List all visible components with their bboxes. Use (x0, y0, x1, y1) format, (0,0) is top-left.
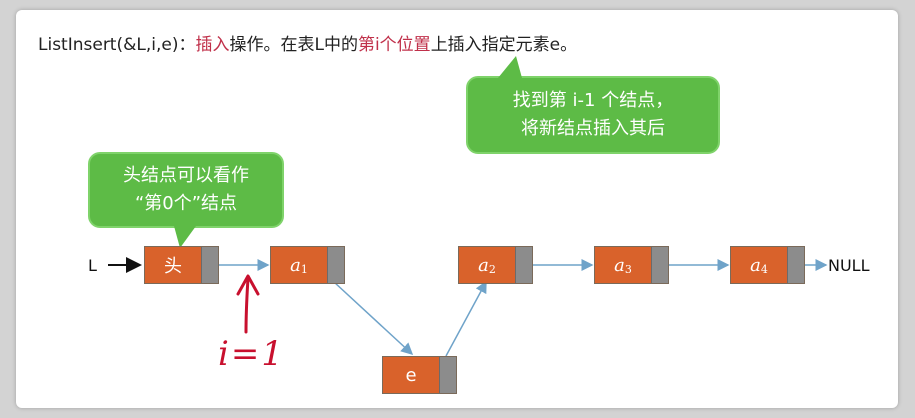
node-a1-pointer (327, 247, 344, 283)
callout-head-node-line1: 头结点可以看作 (123, 165, 249, 186)
null-label: NULL (828, 256, 870, 275)
callout-find-node-tail (498, 56, 522, 78)
title-operation: 插入 (195, 35, 230, 55)
callout-find-node: 找到第 i-1 个结点， 将新结点插入其后 (466, 56, 720, 154)
head-node-data: 头 (145, 247, 201, 283)
node-a2-pointer (515, 247, 532, 283)
title-rest: 上插入指定元素e。 (430, 35, 578, 55)
slide: ListInsert(&L,i,e)： 插入 操作。在表L中的 第i个位置 上插… (16, 10, 898, 408)
callout-find-node-line1: 找到第 i-1 个结点， (512, 90, 674, 111)
title-position: 第i个位置 (357, 35, 431, 55)
handwritten-arrowhead (236, 274, 260, 296)
callout-head-node: 头结点可以看作 “第0个”结点 (88, 152, 284, 248)
arrow-e-to-a2 (445, 280, 487, 357)
node-e-data: e (383, 357, 439, 393)
head-node-pointer (201, 247, 218, 283)
title-middle: 操作。在表L中的 (229, 35, 358, 55)
node-e: e (382, 356, 457, 394)
title-function: ListInsert(&L,i,e)： (38, 35, 196, 55)
list-label: L (88, 256, 97, 275)
callout-find-node-line2: 将新结点插入其后 (521, 118, 665, 139)
handwritten-arrow (244, 276, 250, 334)
handwritten-note: i=1 (218, 334, 285, 374)
head-node: 头 (144, 246, 219, 284)
callout-head-node-tail (174, 226, 196, 248)
slide-title: ListInsert(&L,i,e)： 插入 操作。在表L中的 第i个位置 上插… (38, 30, 577, 55)
arrow-a1-to-e (333, 281, 414, 356)
node-e-pointer (439, 357, 456, 393)
node-a3-pointer (651, 247, 668, 283)
pointer-arrows (108, 257, 828, 357)
callout-head-node-line2: “第0个”结点 (134, 193, 238, 214)
node-a4-pointer (787, 247, 804, 283)
